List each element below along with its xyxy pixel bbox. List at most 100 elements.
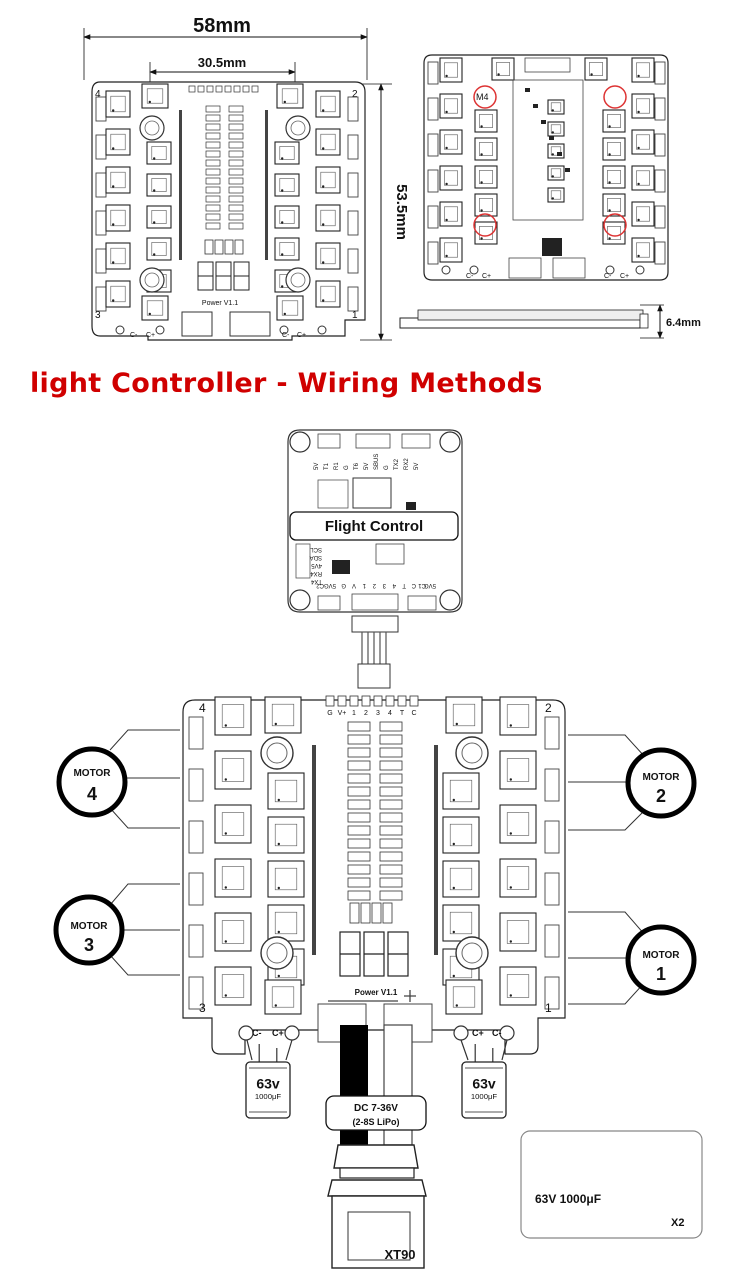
- fc-pin-text: 5VGC2: [316, 582, 336, 588]
- fc-pin-text: G: [341, 582, 346, 588]
- fc-pin-text: T6: [354, 462, 360, 470]
- fc-pin-text: TX4: [310, 578, 322, 584]
- motor-4-word: MOTOR: [73, 768, 111, 779]
- cap-plus-bottom-left: C+: [482, 273, 491, 280]
- fc-pin-text: SDA: [310, 554, 322, 560]
- motor-4-number: 4: [87, 784, 97, 804]
- fc-pin-text: G: [384, 465, 390, 470]
- motor-2-word: MOTOR: [642, 772, 680, 783]
- fc-pin-text: RX2: [404, 458, 410, 470]
- cap-minus-top-right: C-: [282, 332, 290, 339]
- pin-label: 1: [352, 710, 356, 717]
- motor-1-word: MOTOR: [642, 950, 680, 961]
- corner-3: 3: [95, 310, 101, 321]
- fc-pin-text: 4V5: [311, 562, 322, 568]
- esc-side-view: 6.4mm: [399, 304, 701, 339]
- battery-label: (2-8S LiPo): [352, 1117, 399, 1127]
- motor-3: MOTOR 3: [53, 894, 125, 966]
- motor-3-word: MOTOR: [70, 921, 108, 932]
- fc-pin-text: G: [344, 465, 350, 470]
- corner-4: 4: [95, 89, 101, 100]
- cap-minus-bottom-right: C-: [604, 273, 612, 280]
- fc-pin-text: T: [402, 582, 406, 588]
- fc-pin-text: C: [411, 582, 416, 588]
- main-corner-1: 1: [545, 1001, 552, 1015]
- pin-label: 3: [376, 710, 380, 717]
- capacitor-voltage: 63v: [256, 1075, 280, 1091]
- esc-top-view: 58mm 30.5mm 53.5mm 4 2 3 1 Power V1.1 C-…: [83, 15, 410, 341]
- fc-pin-text: 5V: [414, 463, 420, 470]
- main-cap-minus-left: C-: [252, 1028, 262, 1038]
- pin-label: V+: [338, 710, 347, 717]
- main-cap-plus-left: C+: [272, 1028, 284, 1038]
- ribbon-cable: [351, 615, 399, 689]
- mount-label: M4: [476, 92, 489, 102]
- cap-plus-top-left: C+: [146, 332, 155, 339]
- fc-pin-text: 1: [362, 582, 366, 588]
- thickness-label: 6.4mm: [666, 317, 701, 329]
- fc-pin-text: 2: [372, 582, 376, 588]
- main-corner-2: 2: [545, 701, 552, 715]
- capacitor-qty: X2: [671, 1217, 684, 1229]
- fc-pin-text: 3: [382, 582, 386, 588]
- main-power-label: Power V1.1: [355, 988, 398, 997]
- section-title: light Controller - Wiring Methods: [30, 368, 543, 399]
- pin-label: 2: [364, 710, 368, 717]
- width-label: 58mm: [193, 15, 251, 37]
- motor-4: MOTOR 4: [56, 746, 128, 818]
- xt90-label: XT90: [384, 1247, 415, 1262]
- inner-width-label: 30.5mm: [198, 55, 246, 70]
- fc-pin-text: TX2: [394, 458, 400, 470]
- fc-pin-text: T1: [324, 462, 330, 470]
- fc-pin-text: C1: [418, 582, 426, 588]
- capacitor-value: 1000μF: [255, 1092, 282, 1101]
- corner-1: 1: [352, 310, 358, 321]
- fc-pin-text: 5V: [314, 463, 320, 470]
- main-corner-4: 4: [199, 701, 206, 715]
- main-cap-plus-right: C+: [472, 1028, 484, 1038]
- fc-pin-text: 5VG: [424, 582, 436, 588]
- fc-label: Flight Control: [325, 518, 423, 535]
- fc-pin-text: RX4: [310, 570, 322, 576]
- pin-label: C: [411, 710, 416, 717]
- main-cap-minus-right: C-: [492, 1028, 502, 1038]
- fc-pin-text: SBUS: [374, 454, 380, 470]
- pin-label: 4: [388, 710, 392, 717]
- cap-plus-bottom-right: C+: [620, 273, 629, 280]
- motor-3-number: 3: [84, 935, 94, 955]
- motor-wires: [109, 729, 646, 1005]
- fc-label-box: [289, 511, 459, 541]
- motor-2: MOTOR 2: [625, 747, 697, 819]
- pin-label: G: [327, 710, 332, 717]
- capacitor-info-box: 63V 1000μF X2: [520, 1130, 703, 1239]
- cap-minus-top-left: C-: [130, 332, 138, 339]
- motor-2-number: 2: [656, 786, 666, 806]
- voltage-label-box: [325, 1095, 427, 1131]
- fc-pin-text: 5V: [364, 463, 370, 470]
- fc-pin-text: 4: [392, 582, 396, 588]
- fc-pin-text: SCL: [310, 546, 322, 552]
- cap-plus-top-right: C+: [297, 332, 306, 339]
- capacitor-voltage: 63v: [472, 1075, 496, 1091]
- fc-pin-text: R1: [334, 462, 340, 470]
- power-label-top: Power V1.1: [202, 300, 238, 307]
- power-leads: DC 7-36V (2-8S LiPo): [317, 1003, 433, 1146]
- capacitor-value: 1000μF: [471, 1092, 498, 1101]
- main-corner-3: 3: [199, 1001, 206, 1015]
- pin-label: T: [400, 710, 405, 717]
- cap-minus-bottom-left: C-: [466, 273, 474, 280]
- esc-bottom-view: M4 C- C+ C- C+: [423, 54, 669, 281]
- corner-2: 2: [352, 89, 358, 100]
- fc-pin-text: V: [352, 582, 356, 588]
- motor-1: MOTOR 1: [625, 924, 697, 996]
- voltage-label: DC 7-36V: [354, 1103, 398, 1114]
- capacitor-spec-label: 63V 1000μF: [535, 1192, 601, 1206]
- motor-1-number: 1: [656, 964, 666, 984]
- height-label: 53.5mm: [393, 184, 410, 240]
- xt90-connector: XT90: [327, 1144, 427, 1269]
